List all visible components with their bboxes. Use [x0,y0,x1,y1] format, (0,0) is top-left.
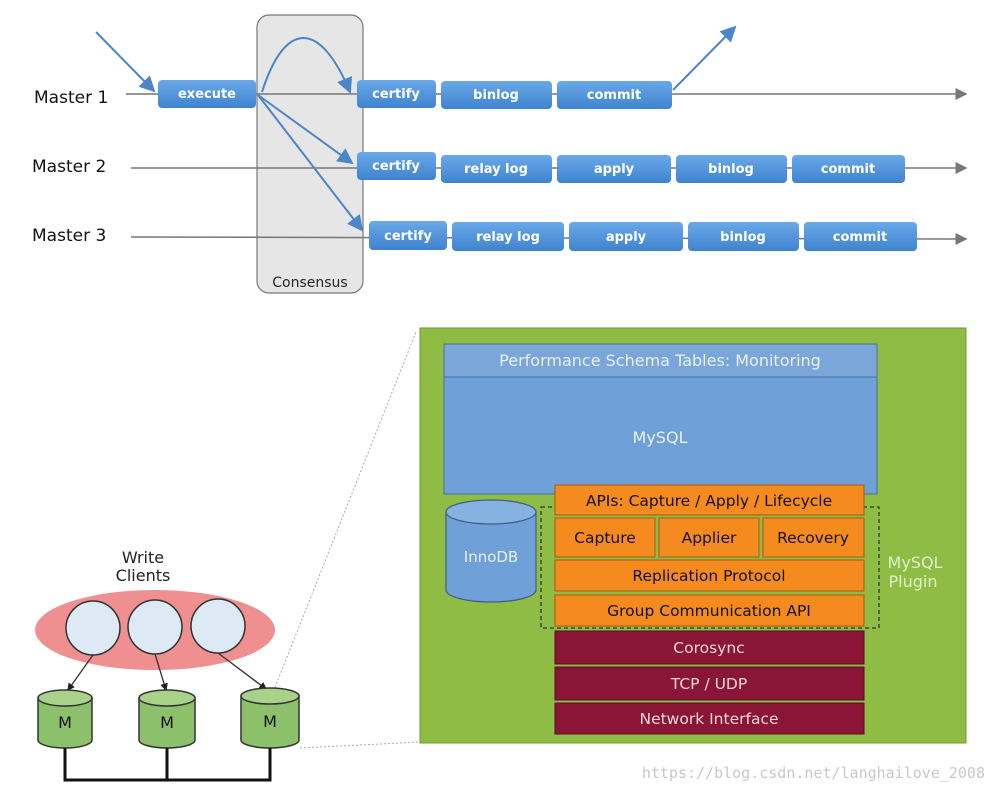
innodb-cylinder: InnoDB [445,499,537,603]
server-network-line [63,748,272,782]
master2-step-relay-log: relay log [441,155,552,183]
incoming-request-arrow [95,31,156,93]
master3-step-binlog: binlog [688,222,799,251]
network-interface-layer [554,702,865,735]
write-clients-label-line2: Clients [116,566,171,585]
master2-step-binlog: binlog [676,155,787,183]
fanout-arrow-master2 [257,94,354,165]
consensus-arc-arrow [261,37,352,94]
client-circle-1 [65,600,121,656]
master2-step-commit: commit [792,155,905,183]
tcp-udp-layer [554,666,865,701]
outgoing-response-arrow [672,25,737,91]
capture-label: Capture [574,529,636,547]
recovery-layer [762,517,865,558]
corosync-layer [554,630,865,665]
svg-text:apply: apply [594,162,635,177]
mysql-layer [443,376,878,495]
svg-text:apply: apply [606,230,647,245]
server-cylinder-1: M [37,689,93,749]
svg-text:commit: commit [587,88,641,103]
gcs-api-label: Group Communication API [607,602,811,620]
fanout-arrow-master3 [257,94,364,232]
master3-step-certify: certify [369,221,447,250]
capture-layer [554,517,656,558]
applier-layer [658,517,760,558]
zoom-guide-top [271,331,417,696]
svg-text:commit: commit [821,162,875,177]
watermark-url: https://blog.csdn.net/langhailove_2008 [642,764,985,782]
master1-step-certify: certify [357,80,436,108]
replication-protocol-layer [554,559,865,592]
svg-text:M: M [160,713,174,732]
master3-step-commit: commit [804,222,917,251]
plugin-label-line1: MySQL [888,553,943,572]
client-circle-3 [190,598,246,654]
plugin-label-line2: Plugin [889,572,938,591]
network-interface-label: Network Interface [639,710,778,728]
perf-schema-layer [443,343,878,378]
gcs-api-layer [554,594,865,627]
svg-text:certify: certify [372,87,420,102]
svg-text:certify: certify [372,159,420,174]
consensus-label: Consensus [272,275,347,291]
apis-label: APIs: Capture / Apply / Lifecycle [586,492,832,510]
tcp-udp-label: TCP / UDP [670,675,747,693]
svg-text:binlog: binlog [708,162,754,177]
mysql-label: MySQL [633,428,688,447]
master3-label: Master 3 [32,226,106,246]
replication-protocol-label: Replication Protocol [632,567,785,585]
master2-label: Master 2 [32,157,106,177]
master1-step-commit: commit [557,81,672,109]
apis-layer [554,484,865,516]
write-clients-label-line1: Write [122,548,164,567]
master1-label: Master 1 [34,88,108,108]
svg-text:relay log: relay log [464,162,528,177]
client2-to-server2 [154,653,168,692]
client1-to-server1 [67,654,94,692]
applier-label: Applier [682,529,737,547]
svg-text:binlog: binlog [720,230,766,245]
svg-text:M: M [58,713,72,732]
zoom-guide-bottom [299,741,421,749]
consensus-box [256,14,364,294]
svg-text:execute: execute [178,87,236,102]
corosync-label: Corosync [673,639,744,657]
svg-text:certify: certify [384,229,432,244]
master1-step-binlog: binlog [441,81,552,109]
perf-schema-label: Performance Schema Tables: Monitoring [499,351,821,370]
recovery-label: Recovery [777,529,849,547]
master3-step-apply: apply [569,222,683,251]
innodb-label: InnoDB [464,548,518,566]
svg-text:M: M [263,712,277,731]
master1-step-execute: execute [158,80,256,108]
svg-text:binlog: binlog [473,88,519,103]
client-circle-2 [127,599,183,655]
svg-text:commit: commit [833,230,887,245]
svg-text:relay log: relay log [476,230,540,245]
master3-step-relay-log: relay log [452,222,564,251]
master2-step-apply: apply [557,155,671,183]
server-cylinder-3: M [240,687,300,749]
master2-step-certify: certify [357,152,436,180]
client3-to-server3 [217,652,268,690]
server-cylinder-2: M [138,689,196,749]
